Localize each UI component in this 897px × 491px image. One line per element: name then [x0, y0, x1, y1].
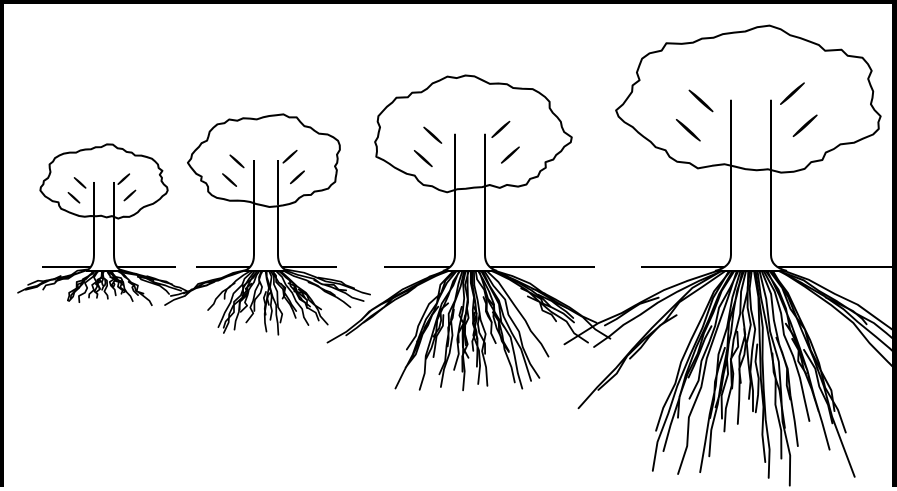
root-line [664, 269, 734, 451]
root-line [117, 269, 182, 291]
tree-2 [165, 114, 370, 334]
root-branch-line [756, 345, 759, 413]
root-branch-line [605, 298, 659, 326]
tree-3-roots [328, 269, 611, 390]
root-branch-line [630, 315, 677, 358]
tree-1 [18, 144, 188, 305]
tree-4-crown [616, 26, 881, 173]
tree-4-roots [565, 269, 897, 486]
root-line [328, 269, 450, 343]
root-line [488, 269, 588, 343]
root-line [772, 269, 855, 477]
root-branch-line [264, 292, 266, 315]
tree-4 [565, 26, 897, 486]
root-branch-line [478, 313, 485, 354]
root-branch-line [382, 288, 415, 305]
tree-1-crown [40, 144, 167, 218]
tree-3-crown [375, 76, 572, 193]
tree-2-crown [188, 114, 340, 207]
tree-illustration-canvas [4, 4, 897, 491]
tree-1-roots [18, 269, 188, 305]
tree-2-roots [165, 269, 370, 335]
root-line [775, 269, 897, 364]
